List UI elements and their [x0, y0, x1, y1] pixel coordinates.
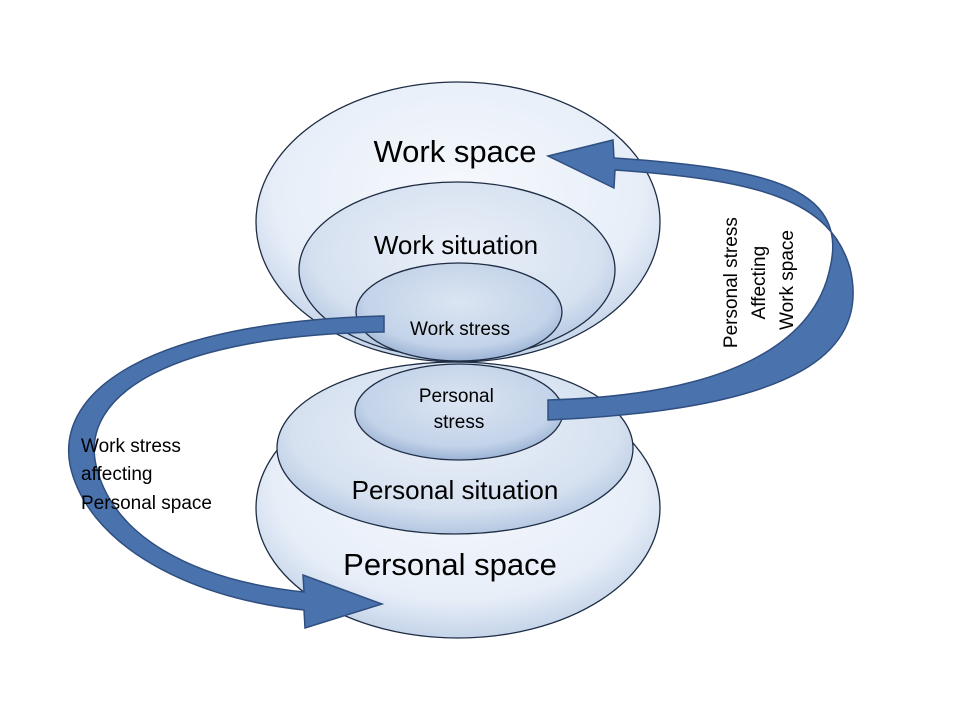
left-note: Work stress affecting Personal space [81, 436, 212, 514]
work-situation-label: Work situation [374, 230, 538, 260]
left-arrow [67, 315, 385, 630]
right-arrow [545, 139, 854, 421]
work-stress-ellipse [355, 262, 563, 362]
left-note-line-2: affecting [81, 464, 152, 485]
right-note-line-3: Work space [777, 230, 798, 330]
work-space-label: Work space [373, 134, 536, 169]
left-note-line-3: Personal space [81, 493, 212, 514]
right-note-line-2: Affecting [749, 246, 770, 320]
personal-stress-label: Personal stress [419, 386, 499, 433]
right-note: Personal stress Affecting Work space [721, 212, 798, 348]
personal-space-label: Personal space [343, 547, 557, 582]
right-note-line-1: Personal stress [721, 217, 742, 348]
personal-stress-line-1: Personal [419, 386, 494, 407]
left-note-line-1: Work stress [81, 436, 181, 457]
personal-situation-label: Personal situation [352, 475, 559, 505]
personal-stress-line-2: stress [434, 412, 485, 433]
work-stress-label: Work stress [410, 319, 510, 340]
